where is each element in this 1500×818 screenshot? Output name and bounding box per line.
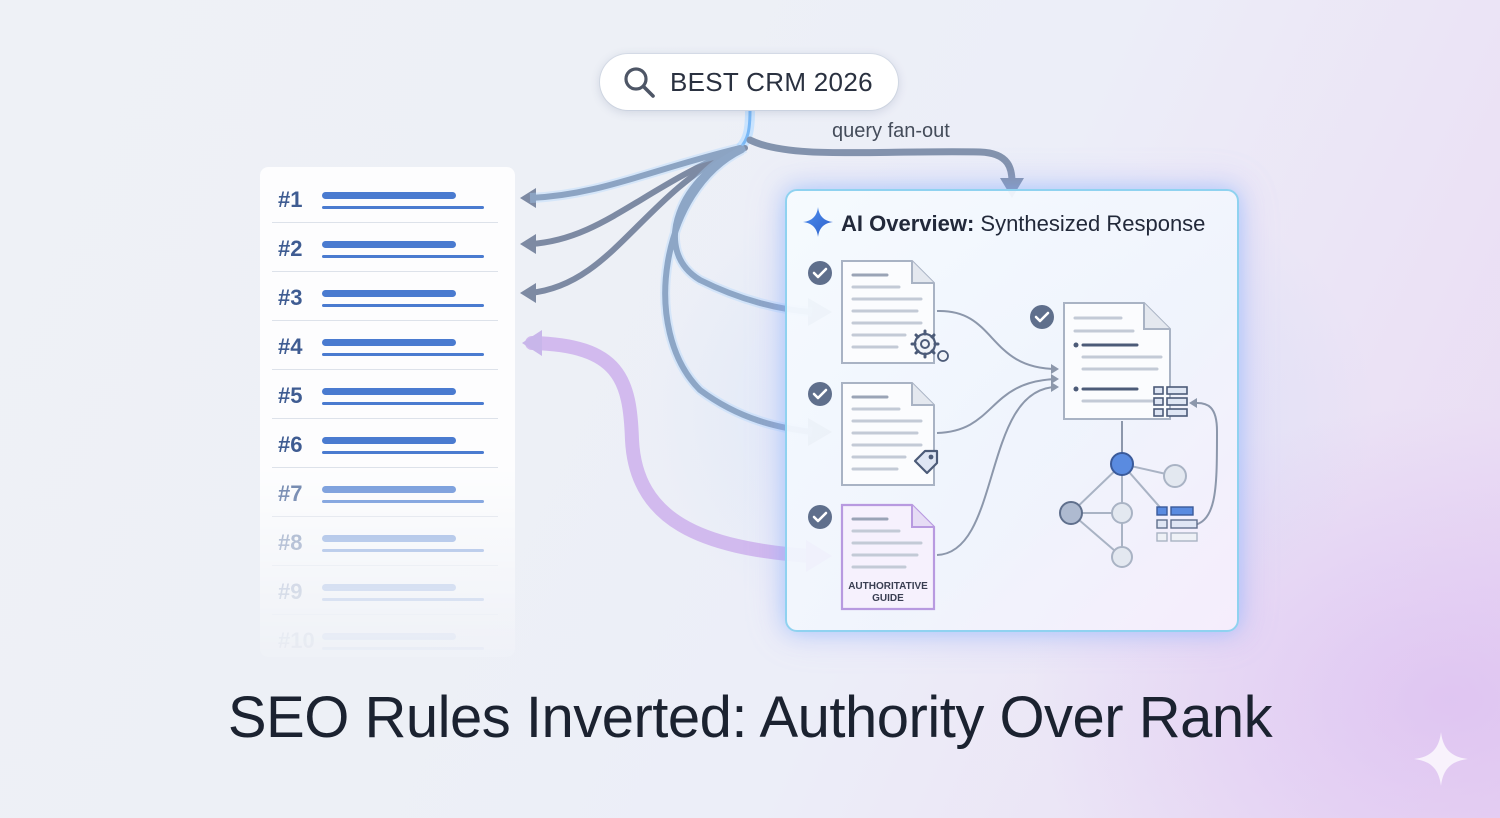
tag-icon xyxy=(913,449,939,475)
synthesized-document xyxy=(1063,302,1171,420)
rank-snippet-bar xyxy=(322,451,484,454)
arrow-to-rank-3 xyxy=(527,149,733,296)
headline: SEO Rules Inverted: Authority Over Rank xyxy=(227,685,1273,750)
search-query: BEST CRM 2026 xyxy=(670,66,873,97)
source-document-1 xyxy=(841,260,935,364)
knowledge-graph xyxy=(1059,452,1187,568)
rank-title-bar xyxy=(322,437,456,444)
check-icon-1 xyxy=(808,261,832,285)
rank-row: #5 xyxy=(272,369,498,419)
doc3-label-line2: GUIDE xyxy=(872,593,904,604)
authority-arrowhead-left xyxy=(522,330,542,356)
rank-snippet-bar xyxy=(322,598,484,601)
rank-title-bar xyxy=(322,486,456,493)
source-document-authoritative: AUTHORITATIVE GUIDE xyxy=(840,503,936,611)
arrow-to-doc-1 xyxy=(672,145,815,315)
rank-snippet-bar xyxy=(322,500,484,503)
rank-arrowheads xyxy=(520,188,536,303)
rank-row: #1 xyxy=(272,173,498,223)
fanout-label: query fan-out xyxy=(832,120,950,142)
arrow-to-rank-1 xyxy=(527,145,743,201)
ai-overview-panel: AI Overview: Synthesized Response xyxy=(785,189,1239,632)
rank-snippet-bar xyxy=(322,206,484,209)
list-icon xyxy=(1153,386,1188,417)
table-icon xyxy=(1156,506,1198,542)
rank-row: #6 xyxy=(272,418,498,468)
synthesis-connectors xyxy=(936,309,1123,556)
authority-arrow xyxy=(525,336,817,563)
rank-number: #2 xyxy=(278,236,303,261)
rank-number: #6 xyxy=(278,432,303,457)
rank-title-bar xyxy=(322,535,456,542)
ranking-list: #1 #2 #3 #4 #5 #6 #7 #8 #9 #10 xyxy=(260,167,515,664)
rank-number: #8 xyxy=(278,530,303,555)
rank-row: #3 xyxy=(272,271,498,321)
rank-number: #7 xyxy=(278,481,303,506)
gear-icon xyxy=(910,329,949,362)
rank-arrows xyxy=(527,145,743,296)
rank-snippet-bar xyxy=(322,647,484,650)
check-icon-4 xyxy=(1030,305,1054,329)
rank-row: #9 xyxy=(272,565,498,615)
rank-snippet-bar xyxy=(322,304,484,307)
ai-overview-diagram: AUTHORITATIVE GUIDE xyxy=(808,260,1219,611)
doc3-label-line1: AUTHORITATIVE xyxy=(848,581,928,592)
fanout-arrowhead xyxy=(1000,178,1024,198)
rank-title-bar xyxy=(322,290,456,297)
rank-snippet-bar xyxy=(322,255,484,258)
search-icon xyxy=(624,67,655,98)
rank-row: #4 xyxy=(272,320,498,370)
rank-title-bar xyxy=(322,633,456,640)
rank-number: #9 xyxy=(278,579,303,604)
source-document-2 xyxy=(841,382,935,486)
rank-number: #5 xyxy=(278,383,303,408)
arrow-to-doc-2 xyxy=(662,147,815,435)
check-icon-3 xyxy=(808,505,832,529)
ai-overview-title: AI Overview: Synthesized Response xyxy=(841,211,1205,237)
ai-overview-title-bold: AI Overview: xyxy=(841,211,975,236)
rank-snippet-bar xyxy=(322,353,484,356)
fanout-arrow xyxy=(746,136,1016,186)
rank-number: #1 xyxy=(278,187,303,212)
rank-row: #2 xyxy=(272,222,498,272)
rank-title-bar xyxy=(322,241,456,248)
rank-title-bar xyxy=(322,388,456,395)
rank-row: #7 xyxy=(272,467,498,517)
sparkle-icon xyxy=(803,207,833,237)
rank-row: #8 xyxy=(272,516,498,566)
rank-row: #10 xyxy=(272,614,498,664)
rank-number: #3 xyxy=(278,285,303,310)
rank-number: #4 xyxy=(278,334,303,359)
rank-title-bar xyxy=(322,584,456,591)
arrow-to-rank-2 xyxy=(527,147,738,247)
feedback-connector xyxy=(1186,402,1219,527)
sparkle-watermark-icon xyxy=(1414,732,1468,786)
rank-title-bar xyxy=(322,339,456,346)
check-icon-2 xyxy=(808,382,832,406)
search-bar[interactable]: BEST CRM 2026 xyxy=(600,54,898,110)
rank-title-bar xyxy=(322,192,456,199)
rank-number: #10 xyxy=(278,628,315,653)
ai-overview-title-rest: Synthesized Response xyxy=(974,211,1206,236)
rank-snippet-bar xyxy=(322,402,484,405)
rank-snippet-bar xyxy=(322,549,484,552)
doc-arrows xyxy=(662,145,815,435)
